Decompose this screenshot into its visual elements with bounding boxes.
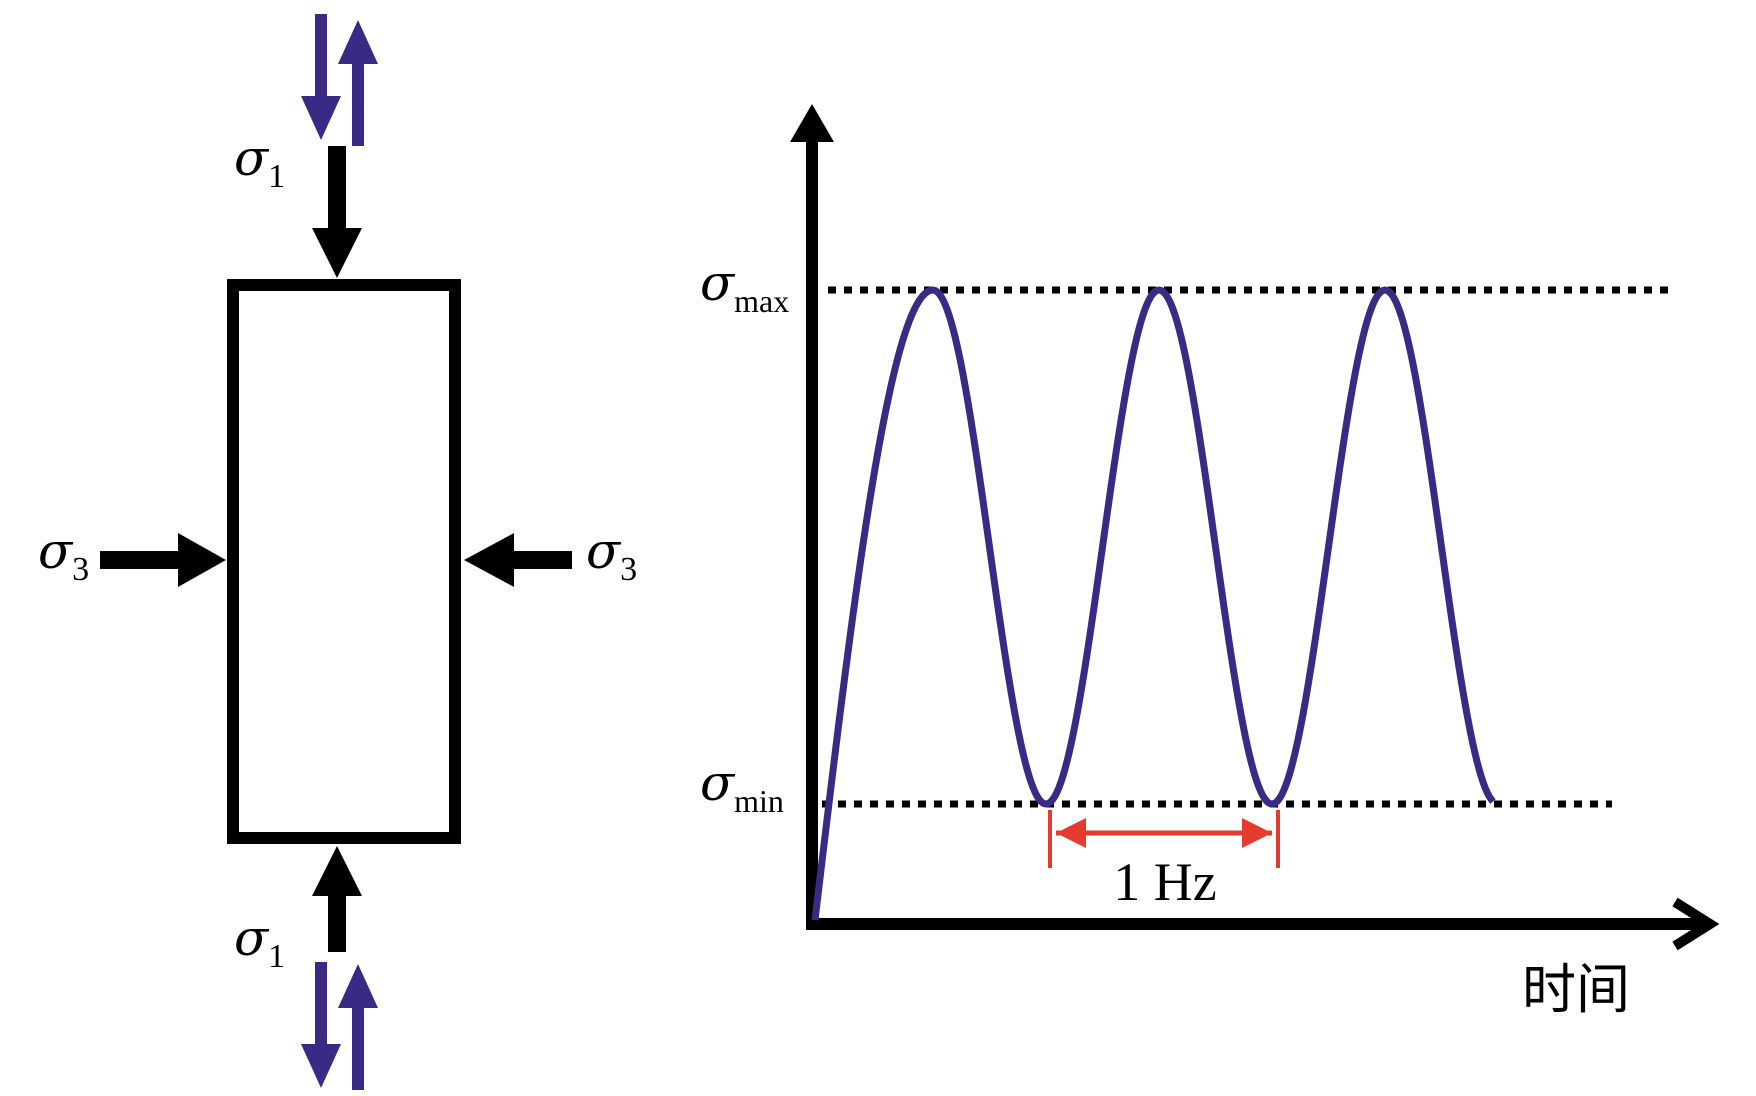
label-sigma1-top: σ1	[234, 129, 285, 195]
label-sigma3-right: σ3	[586, 522, 637, 588]
right-confining-arrow	[464, 533, 572, 587]
frequency-marker	[1048, 810, 1280, 868]
left-confining-arrow	[100, 533, 226, 587]
top-cyclic-arrows	[301, 14, 378, 146]
bottom-load-arrow	[312, 846, 362, 952]
sigma-min-label: σmin	[700, 754, 784, 819]
label-sigma3-left: σ3	[38, 522, 89, 588]
specimen-rectangle	[227, 279, 461, 844]
specimen-diagram: σ1 σ1 σ3 σ3	[38, 14, 637, 1090]
y-axis	[790, 104, 834, 930]
stress-wave-series	[811, 286, 1496, 921]
top-load-arrow	[312, 146, 362, 278]
x-axis-label: 时间	[1522, 958, 1630, 1021]
frequency-label: 1 Hz	[1113, 852, 1216, 912]
loading-plot: σmax σmin 1 Hz 时间	[700, 104, 1720, 1021]
label-sigma1-bottom: σ1	[234, 909, 285, 975]
bottom-cyclic-arrows	[301, 962, 378, 1090]
sigma-max-label: σmax	[700, 254, 789, 319]
x-axis	[806, 897, 1720, 951]
